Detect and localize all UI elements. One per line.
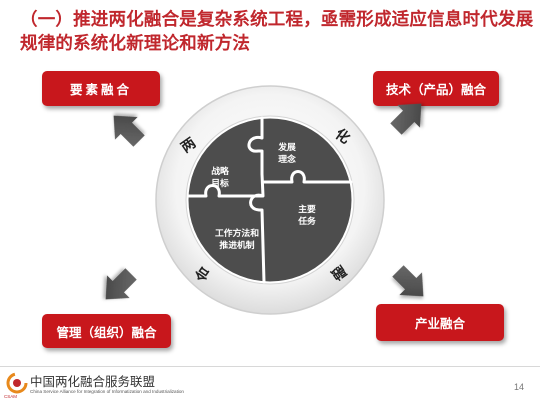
arrow-to-top-left <box>113 115 145 147</box>
label-strategic-goal-2: 目标 <box>211 177 229 189</box>
title-line-2: 规律的系统化新理论和新方法 <box>20 34 251 54</box>
footer-organization-name: 中国两化融合服务联盟 <box>30 374 156 389</box>
label-development-concept-1: 发展 <box>277 141 296 153</box>
label-work-methods-2: 推进机制 <box>219 239 254 251</box>
label-strategic-goal-1: 战略 <box>211 165 229 177</box>
slide-title: （一）推进两化融合是复杂系统工程，亟需形成适应信息时代发展 规律的系统化新理论和… <box>20 8 534 56</box>
industry-fusion-box: 产业融合 <box>376 304 504 341</box>
arrow-to-bottom-left <box>105 268 137 300</box>
element-fusion-box: 要素融合 <box>42 71 160 106</box>
footer-divider <box>0 366 540 367</box>
label-main-tasks-2: 任务 <box>297 215 316 227</box>
footer-organization-english: China Service Alliance for Integration o… <box>30 389 184 394</box>
title-line-1: （一）推进两化融合是复杂系统工程，亟需形成适应信息时代发展 <box>20 10 534 30</box>
footer-logo-text: CSAM <box>4 394 18 399</box>
label-development-concept-2: 理念 <box>278 153 296 165</box>
technology-product-fusion-box: 技术（产品）融合 <box>373 71 499 106</box>
page-number: 14 <box>513 382 524 392</box>
integration-diagram: 两 化 合 融 战略 目标 发展 理念 主要 任务 工作方法和 推进机制 <box>105 85 424 315</box>
label-work-methods-1: 工作方法和 <box>215 227 259 239</box>
label-main-tasks-1: 主要 <box>298 203 316 215</box>
arrow-to-top-right <box>390 103 422 135</box>
arrow-to-bottom-right <box>392 265 424 297</box>
puzzle-seams <box>187 116 353 284</box>
csam-logo-icon <box>6 372 28 394</box>
puzzle-disk <box>187 116 353 284</box>
management-organization-fusion-box: 管理（组织）融合 <box>42 314 171 348</box>
